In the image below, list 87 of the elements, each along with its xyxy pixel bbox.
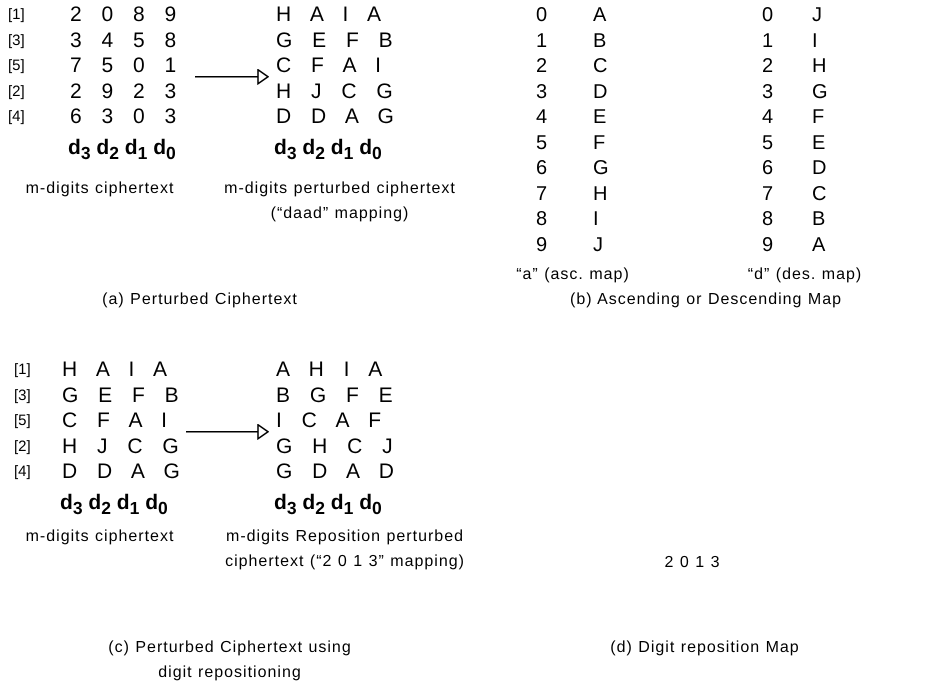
map-cell: H — [593, 182, 608, 206]
row-index: [2] — [14, 436, 31, 456]
map-cell: 9 — [536, 232, 548, 256]
map-cell: I — [812, 28, 818, 52]
map-cell: H — [812, 54, 826, 78]
map-cell: A — [812, 232, 826, 256]
digit-position-header: d$_{3}$ d$_{2}$ d$_{1}$ d$_{0}$ — [68, 134, 176, 165]
map-cell: 5 — [536, 130, 548, 154]
map-cell: 5 — [762, 130, 774, 154]
row-index: [3] — [14, 386, 31, 406]
cipher-row: 2 0 8 9 — [70, 3, 176, 27]
map-cell: 6 — [536, 156, 548, 180]
cipher-row: D D A G — [276, 105, 394, 129]
row-index: [5] — [8, 56, 25, 76]
panel-caption: (a) Perturbed Ciphertext — [101, 290, 299, 310]
cipher-row: I C A F — [276, 409, 382, 433]
table-caption: m-digits Reposition perturbed ciphertext (“2 0 1 3” mapping) — [224, 527, 466, 572]
map-cell: 2 — [762, 54, 774, 78]
cipher-row: H A I A — [62, 358, 168, 382]
map-cell: 0 — [536, 3, 548, 27]
map-cell: 1 — [536, 28, 548, 52]
map-cell: 2 — [536, 54, 548, 78]
row-index: [3] — [8, 30, 25, 50]
row-index: [1] — [8, 5, 25, 25]
map-cell: 1 — [762, 28, 774, 52]
map-cell: 4 — [762, 105, 774, 129]
row-index: [2] — [8, 82, 25, 102]
cipher-row: C F A I — [276, 54, 382, 78]
map-cell: B — [812, 207, 826, 231]
map-caption: “d” (des. map) — [746, 265, 864, 285]
table-caption: m-digits perturbed ciphertext (“daad” mapping) — [223, 179, 457, 224]
map-cell: 4 — [536, 105, 548, 129]
row-index: [5] — [14, 411, 31, 431]
map-cell: 8 — [762, 207, 774, 231]
map-cell: F — [593, 130, 606, 154]
map-cell: E — [812, 130, 826, 154]
digit-position-header: d$_{3}$ d$_{2}$ d$_{1}$ d$_{0}$ — [274, 490, 382, 520]
map-cell: G — [812, 80, 828, 104]
cipher-row: 2 9 2 3 — [70, 80, 176, 104]
map-cell: C — [812, 182, 826, 206]
map-cell: 3 — [536, 80, 548, 104]
cipher-row: G E F B — [276, 28, 393, 52]
arrow — [186, 424, 269, 440]
cipher-row: G D A D — [276, 460, 394, 484]
map-cell: C — [593, 54, 608, 78]
cipher-row: H J C G — [62, 434, 179, 458]
map-cell: 7 — [536, 182, 548, 206]
cipher-row: B G F E — [276, 384, 393, 408]
map-cell: D — [812, 156, 826, 180]
map-cell: A — [593, 3, 606, 27]
map-cell: F — [812, 105, 824, 129]
digit-position-header: d$_{3}$ d$_{2}$ d$_{1}$ d$_{0}$ — [60, 490, 168, 520]
row-index: [1] — [14, 360, 31, 380]
panel-caption: (d) Digit reposition Map — [609, 638, 801, 658]
map-cell: 0 — [762, 3, 774, 27]
cipher-row: G H C J — [276, 434, 393, 458]
cipher-row: A H I A — [276, 358, 382, 382]
cipher-row: G E F B — [62, 384, 179, 408]
map-cell: 8 — [536, 207, 548, 231]
map-cell: 9 — [762, 232, 774, 256]
cipher-row: D D A G — [62, 460, 180, 484]
map-cell: E — [593, 105, 606, 129]
map-cell: I — [593, 207, 599, 231]
panel-caption: (c) Perturbed Ciphertext using digit repositioning — [107, 638, 353, 681]
cipher-row: 7 5 0 1 — [70, 54, 176, 78]
map-caption: “a” (asc. map) — [515, 265, 631, 285]
map-cell: 7 — [762, 182, 774, 206]
arrow — [195, 69, 269, 84]
map-cell: B — [593, 28, 606, 52]
row-index: [4] — [14, 462, 31, 482]
row-index: [4] — [8, 107, 25, 127]
digit-position-header: d$_{3}$ d$_{2}$ d$_{1}$ d$_{0}$ — [274, 134, 382, 165]
map-cell: J — [812, 3, 822, 27]
cipher-row: C F A I — [62, 409, 168, 433]
map-sequence: 2 0 1 3 — [664, 553, 722, 573]
cipher-row: H J C G — [276, 80, 393, 104]
map-cell: G — [593, 156, 609, 180]
map-cell: D — [593, 80, 608, 104]
map-cell: J — [593, 232, 603, 256]
table-caption: m-digits ciphertext — [24, 527, 176, 547]
cipher-row: H A I A — [276, 3, 382, 27]
cipher-row: 6 3 0 3 — [70, 105, 176, 129]
panel-caption: (b) Ascending or Descending Map — [568, 290, 844, 310]
cipher-row: 3 4 5 8 — [70, 28, 176, 52]
table-caption: m-digits ciphertext — [24, 179, 176, 199]
map-cell: 6 — [762, 156, 774, 180]
map-cell: 3 — [762, 80, 774, 104]
